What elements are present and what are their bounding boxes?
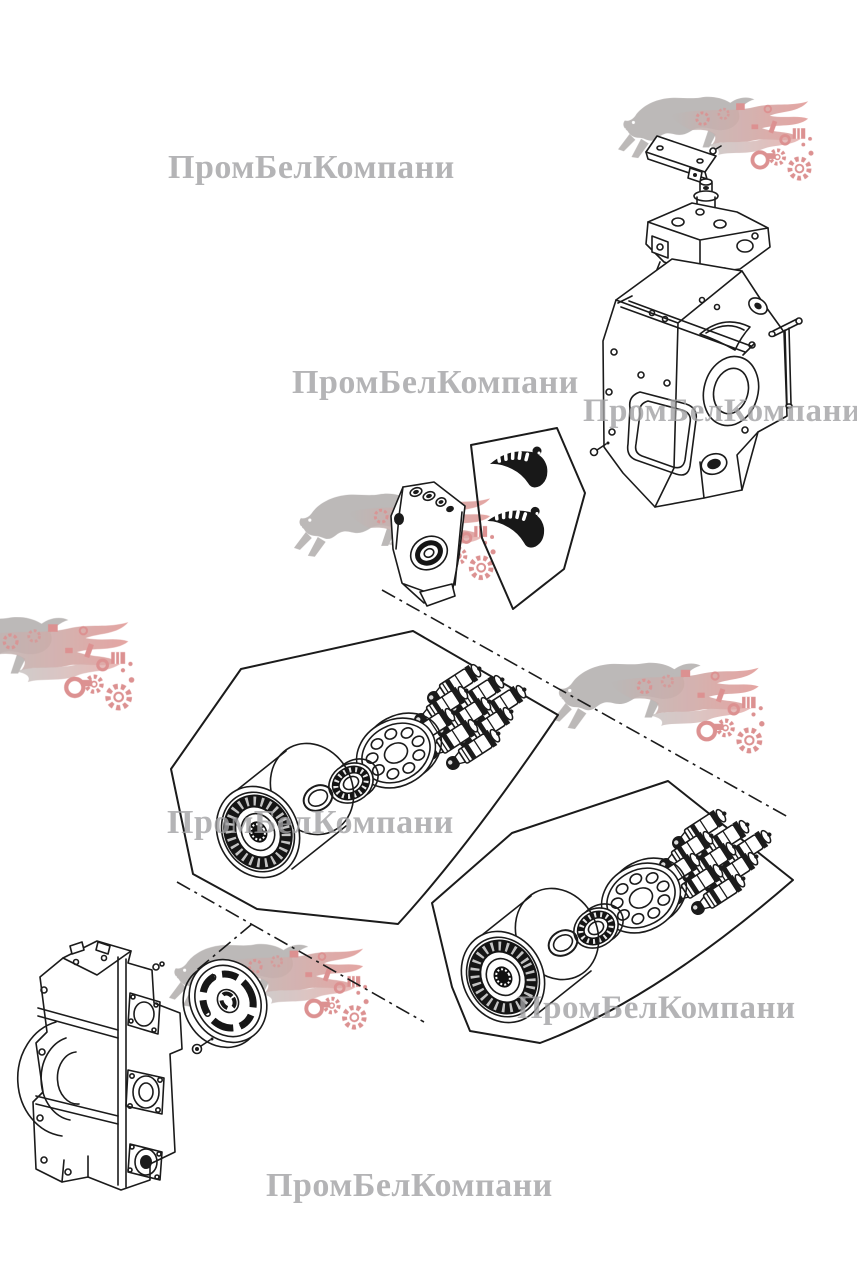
rotating-group-kit-left [170, 630, 559, 925]
regulator-assembly-drawing [645, 135, 771, 296]
cradle-segment [490, 446, 548, 488]
brand-panther-logo [552, 663, 764, 751]
watermark-text: ПромБелКомпани [292, 364, 579, 401]
watermark-text: ПромБелКомпани [168, 149, 455, 186]
brand-panther-logo [617, 97, 813, 178]
watermark-text: ПромБелКомпани [517, 990, 796, 1026]
watermark-text: ПромБелКомпани [167, 804, 454, 841]
front-housing-drawing [16, 940, 183, 1191]
bolt-drawing [589, 441, 610, 457]
valve-plate-drawing [182, 958, 268, 1055]
watermark-text: ПромБелКомпани [266, 1167, 553, 1204]
cradle-bearing-kit-drawing [470, 427, 586, 610]
rear-housing-drawing [589, 258, 803, 508]
cradle-segment [485, 503, 546, 549]
watermark-text: ПромБелКомпани [583, 393, 857, 429]
plug-screw-drawing [191, 1037, 214, 1055]
brand-panther-logo [0, 617, 134, 708]
rotating-group-kit-right [431, 780, 794, 1044]
valve-block-drawing [390, 481, 466, 607]
assembly-axis-lines [176, 589, 789, 1023]
